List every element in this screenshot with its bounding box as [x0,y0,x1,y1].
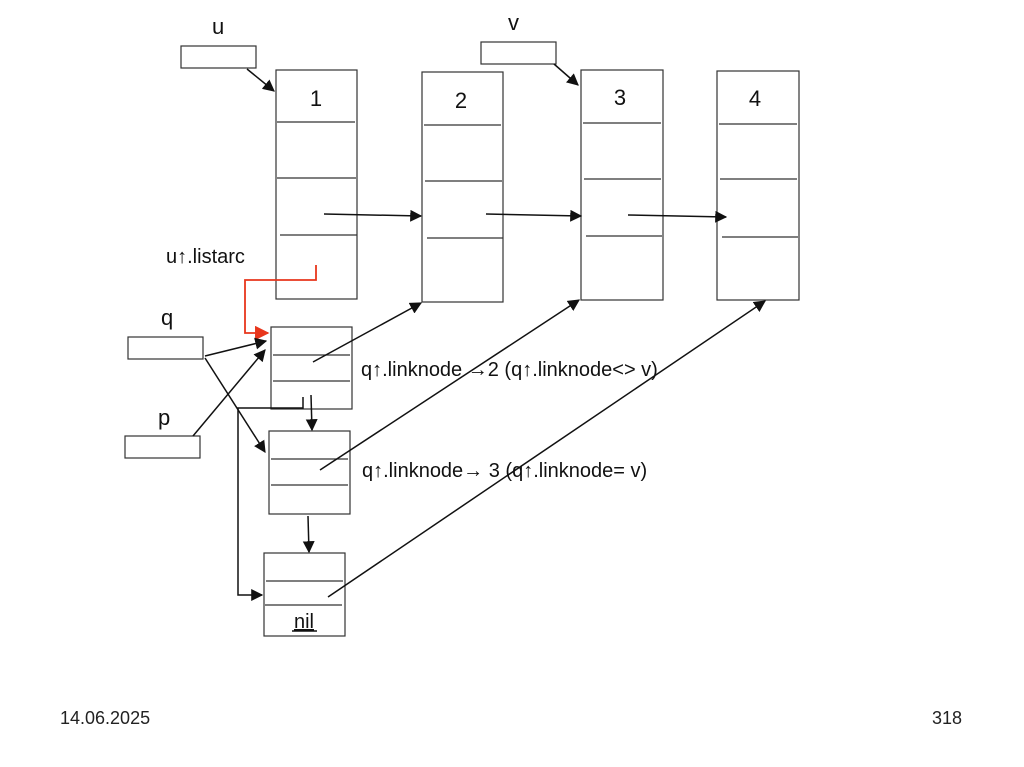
pointer-var-u: u [180,14,257,69]
arc-node-2 [268,430,351,515]
head-node-label: 1 [310,86,322,111]
annotation-linknode-2: q↑.linknode →2 (q↑.linknode<> v) [361,359,658,381]
pointer-label-q: q [161,305,173,330]
arrow-node1-to-node2 [323,209,423,222]
arrow-arc2-next-to-arc3 [302,515,315,554]
pointer-var-q: q [127,305,204,360]
pointer-box-p [124,435,201,459]
arrow-p-to-arc1 [192,349,266,437]
arrow-u-to-node1 [246,68,275,92]
head-node-4: 4 [716,70,800,301]
arrow-node2-to-node3 [485,209,583,222]
footer-page-number: 318 [932,708,963,728]
footer-date: 14.06.2025 [60,708,151,728]
head-node-3: 3 [580,69,664,301]
arrow-node3-to-node4 [627,210,728,223]
head-node-label: 3 [614,85,626,110]
annotation-listarc: u↑.listarc [166,246,245,268]
head-node-label: 4 [749,86,761,111]
pointer-label-p: p [158,405,170,430]
nil-label: nil [294,611,314,633]
arrow-arc1-linknode-to-node2 [312,302,423,363]
arrow-arc1-next-to-arc2 [305,394,318,432]
arrow-q-to-arc1 [204,337,268,357]
pointer-var-p: p [124,405,201,459]
arrow-v-to-node3 [553,63,579,86]
pointer-label-v: v [508,10,519,35]
pointer-box-v [480,41,557,65]
head-node-label: 2 [455,88,467,113]
head-node-1: 1 [275,69,358,300]
pointer-box-q [127,336,204,360]
pointer-box-u [180,45,257,69]
annotation-linknode-3: q↑.linknode→ 3 (q↑.linknode= v) [362,460,647,482]
pointer-label-u: u [212,14,224,39]
arrow-arc2-linknode-to-node3 [319,299,581,471]
head-node-2: 2 [421,71,504,303]
arrow-listarc [244,265,317,341]
arrow-arc1-to-arc3 [237,397,304,601]
arrow-arc3-linknode-to-node4 [327,300,766,598]
pointer-var-v: v [480,10,557,65]
arrow-q-to-arc2 [204,357,266,454]
